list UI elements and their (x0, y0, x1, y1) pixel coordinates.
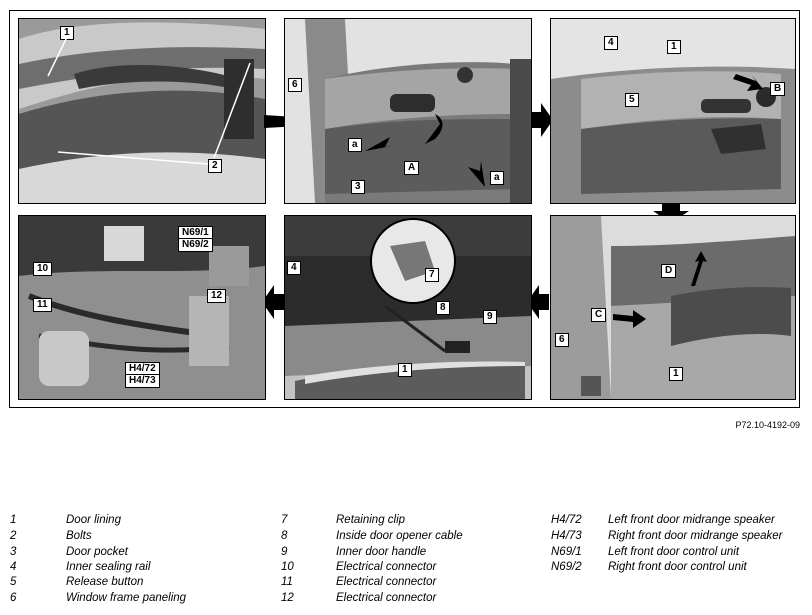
callout-label: 1 (669, 367, 683, 381)
callout-label: B (770, 82, 786, 96)
door-lining-removal-photo (551, 19, 795, 203)
photo-panel-4 (550, 215, 796, 400)
sequence-arrow-down-icon (653, 203, 689, 223)
callout-label: a (348, 138, 362, 152)
callout-label: 9 (483, 310, 497, 324)
callout-label: 4 (287, 261, 301, 275)
callout-label: 7 (425, 268, 439, 282)
callout-label: 1 (667, 40, 681, 54)
sequence-arrow-left-icon (527, 285, 549, 319)
callout-label: H4/73 (125, 374, 160, 388)
callout-label: 8 (436, 301, 450, 315)
door-lining-photo (19, 19, 265, 203)
callout-label: 1 (398, 363, 412, 377)
callout-label: 5 (625, 93, 639, 107)
callout-label: 12 (207, 289, 227, 303)
callout-label: a (490, 171, 504, 185)
callout-label: 10 (33, 262, 53, 276)
sequence-arrow-right-icon (531, 103, 553, 137)
photo-panel-1 (18, 18, 266, 204)
callout-label: A (404, 161, 420, 175)
callout-label: 3 (351, 180, 365, 194)
callout-label: C (591, 308, 607, 322)
callout-label: 6 (288, 78, 302, 92)
window-frame-paneling-photo (551, 216, 795, 399)
callout-label: 2 (208, 159, 222, 173)
callout-label: 11 (33, 298, 52, 312)
photo-panel-5 (284, 215, 532, 400)
callout-label: D (661, 264, 677, 278)
callout-label: 6 (555, 333, 569, 347)
callout-label: 1 (60, 26, 74, 40)
callout-label: N69/2 (178, 238, 213, 252)
callout-label: 4 (604, 36, 618, 50)
sequence-arrow-left-icon (262, 285, 284, 319)
figure-reference: P72.10-4192-09 (735, 420, 800, 430)
leader-lines-panel-1 (47, 34, 251, 165)
door-lining-detached-photo (285, 216, 531, 399)
